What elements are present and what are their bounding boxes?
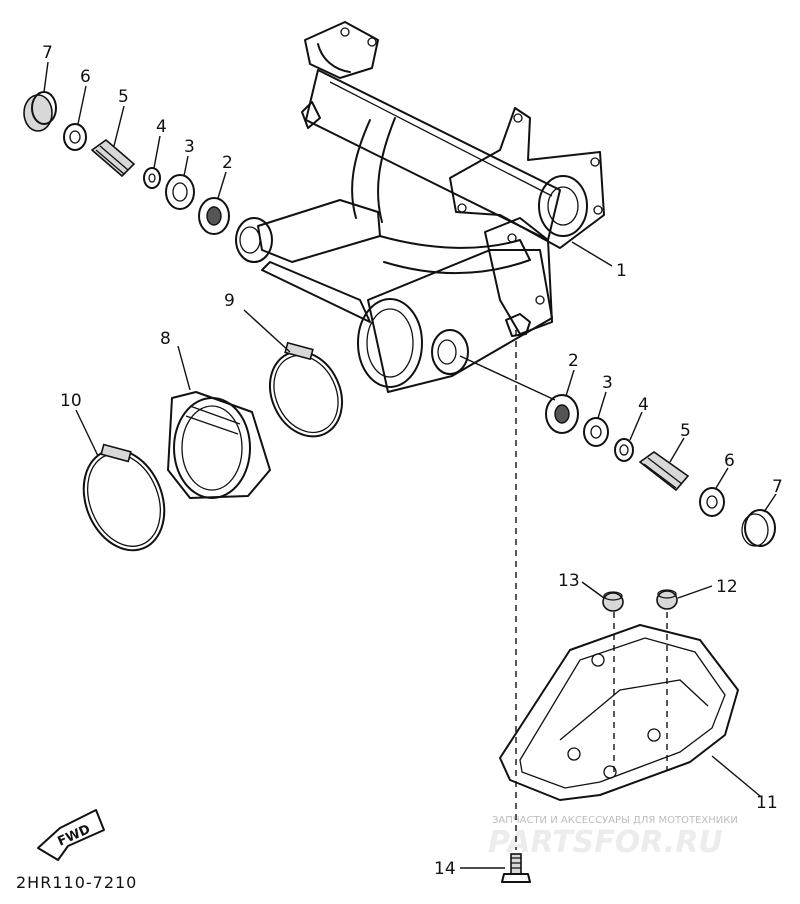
callout-numbers: 7 6 5 4 3 2 1 9 8 10 2 3 4 5 6 7 13 12 1…	[42, 43, 783, 879]
collar-part-4-upper	[143, 167, 161, 189]
callout-5-lower: 5	[680, 421, 691, 441]
clamp-part-9	[269, 341, 343, 438]
callout-8: 8	[160, 329, 171, 349]
assembly-axis-lines	[515, 330, 668, 850]
cap-part-13	[602, 591, 624, 612]
callout-1: 1	[616, 261, 627, 281]
lower-bearing-stack	[459, 355, 776, 547]
cap-part-7-lower	[741, 509, 776, 547]
cap-part-7-upper	[23, 91, 57, 132]
leader-lines	[43, 61, 777, 869]
callout-9: 9	[224, 291, 235, 311]
swingarm-part-1	[235, 21, 605, 393]
callout-2-lower: 2	[568, 351, 579, 371]
callout-6-upper: 6	[80, 67, 91, 87]
cap-part-12	[656, 589, 678, 610]
callout-7-upper: 7	[42, 43, 53, 63]
callout-4-upper: 4	[156, 117, 167, 137]
seal-part-3-lower	[583, 417, 609, 447]
callout-5-upper: 5	[118, 87, 129, 107]
diagram-code: 2HR110-7210	[16, 873, 137, 892]
fwd-label: FWD	[56, 822, 93, 850]
seal-part-3-upper	[165, 174, 195, 210]
collar-part-4-lower	[614, 438, 634, 462]
guard-part-11	[499, 624, 739, 801]
watermark-brand: PARTSFOR.RU	[488, 825, 723, 860]
watermark-subtitle: ЗАПЧАСТИ И АКСЕССУАРЫ ДЛЯ МОТОТЕХНИКИ	[492, 815, 738, 826]
bearing-part-2-lower	[545, 394, 579, 434]
callout-2-upper: 2	[222, 153, 233, 173]
forward-arrow: FWD	[37, 809, 105, 861]
watermark: PARTSFOR.RU ЗАПЧАСТИ И АКСЕССУАРЫ ДЛЯ МО…	[488, 815, 738, 860]
callout-10: 10	[60, 391, 82, 411]
bolt-part-14	[501, 853, 531, 883]
callout-6-lower: 6	[724, 451, 735, 471]
callout-13: 13	[558, 571, 580, 591]
pivot-shaft-part-5-lower	[638, 451, 690, 492]
nut-part-6-upper	[63, 123, 87, 151]
pivot-shaft-part-5-upper	[90, 138, 136, 178]
callout-11: 11	[756, 793, 778, 813]
nut-part-6-lower	[699, 487, 725, 517]
callout-3-lower: 3	[602, 373, 613, 393]
callout-7-lower: 7	[772, 477, 783, 497]
callout-4-lower: 4	[638, 395, 649, 415]
bearing-part-2-upper	[198, 197, 230, 235]
clamp-part-10	[82, 443, 166, 552]
callout-3-upper: 3	[184, 137, 195, 157]
boot-part-8	[167, 391, 271, 499]
callout-12: 12	[716, 577, 738, 597]
upper-bearing-stack	[23, 91, 230, 235]
callout-14: 14	[434, 859, 456, 879]
